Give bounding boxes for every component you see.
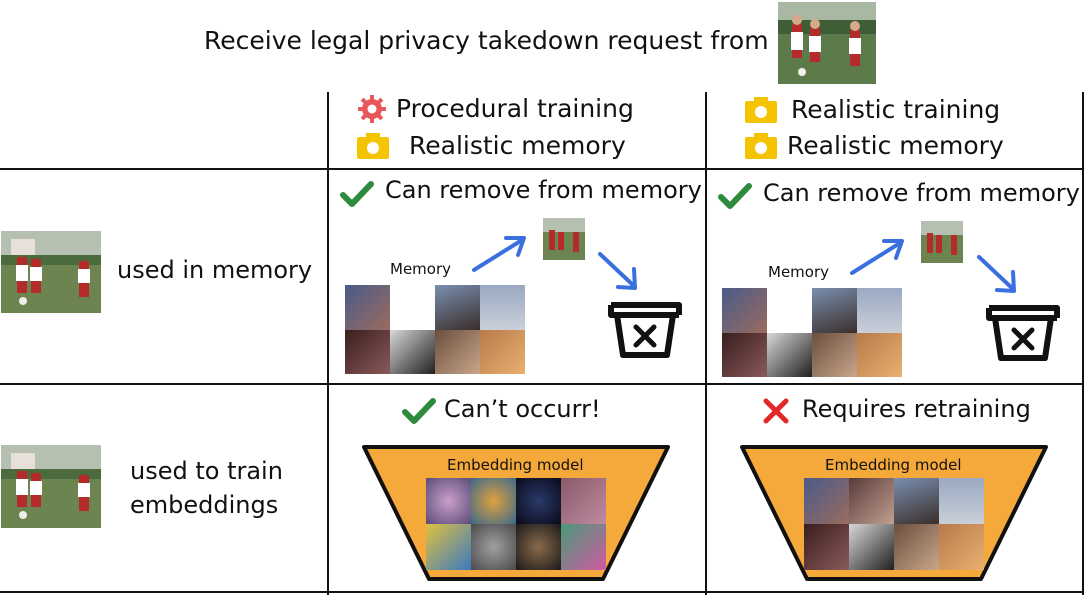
arrow-down-icon — [596, 250, 642, 300]
status-text-embed-col2: Requires retraining — [802, 395, 1031, 423]
arrow-up-icon — [470, 230, 530, 280]
gear-icon — [357, 94, 387, 128]
status-text-memory-col2: Can remove from memory — [763, 179, 1080, 207]
camera-icon — [357, 133, 389, 163]
check-icon — [402, 397, 436, 429]
subject-photo-row-2 — [1, 445, 101, 528]
arrow-up-icon — [848, 233, 908, 283]
camera-icon — [745, 97, 777, 127]
memory-label: Memory — [390, 260, 452, 278]
row-1-label: used in memory — [117, 256, 313, 284]
row-2-label-line-2: embeddings — [130, 491, 279, 519]
memory-images-grid — [345, 285, 525, 374]
trash-icon — [607, 297, 683, 365]
column-1-line-1: Procedural training — [396, 94, 634, 123]
column-2-line-2: Realistic memory — [787, 131, 1004, 160]
trash-icon — [985, 300, 1061, 368]
procedural-images-grid — [426, 478, 606, 570]
subject-photo-row-1 — [1, 231, 101, 313]
row-2-label-line-1: used to train — [130, 457, 283, 485]
column-2-line-1: Realistic training — [791, 95, 1001, 124]
memory-images-grid — [722, 288, 902, 377]
cross-icon — [763, 398, 789, 428]
grid-line-v2 — [705, 92, 707, 595]
check-icon — [718, 182, 752, 214]
grid-line-h2 — [0, 383, 1084, 385]
page-title: Receive legal privacy takedown request f… — [204, 26, 769, 55]
removed-photo-thumb — [543, 218, 585, 260]
removed-photo-thumb — [921, 221, 963, 263]
grid-line-h1 — [0, 168, 1084, 170]
status-text-memory-col1: Can remove from memory — [385, 176, 702, 204]
column-1-line-2: Realistic memory — [409, 131, 626, 160]
subject-photo — [778, 2, 876, 84]
arrow-down-icon — [975, 253, 1021, 303]
embedding-model-label: Embedding model — [825, 456, 962, 474]
camera-icon — [745, 133, 777, 163]
check-icon — [340, 180, 374, 212]
grid-line-v3 — [1082, 92, 1084, 595]
memory-label: Memory — [768, 263, 830, 281]
grid-line-v1 — [327, 92, 329, 595]
realistic-images-grid — [804, 478, 984, 570]
status-text-embed-col1: Can’t occurr! — [444, 395, 601, 423]
embedding-model-label: Embedding model — [447, 456, 584, 474]
grid-line-h3 — [0, 591, 1084, 593]
